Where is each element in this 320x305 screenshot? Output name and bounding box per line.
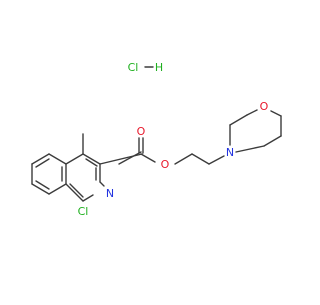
ester-oxygen-label: O — [161, 158, 170, 171]
bond-double — [35, 158, 50, 168]
morpholine-oxygen-label: O — [260, 100, 269, 113]
bond-double — [35, 180, 50, 190]
bond — [48, 153, 67, 165]
bond — [65, 153, 84, 165]
bond — [82, 153, 101, 165]
bond-chain — [174, 153, 193, 165]
bond — [31, 183, 50, 195]
bond — [48, 183, 67, 195]
bond-chain — [191, 153, 210, 165]
bond-ring — [270, 110, 282, 117]
bond-ring — [246, 109, 258, 116]
bond-ring — [229, 114, 248, 126]
ring-chlorine-label: Cl — [78, 205, 89, 218]
bond-chain — [208, 155, 225, 165]
carbonyl-oxygen-label: O — [137, 125, 146, 138]
molecule-structure: Cl H O O N O N Cl — [31, 61, 282, 218]
bond — [99, 181, 105, 187]
bond — [118, 151, 142, 165]
bond-ester — [140, 153, 156, 163]
bond-double — [85, 158, 98, 167]
structure-canvas: Cl H O O N O N Cl — [31, 61, 282, 218]
bonds — [31, 66, 282, 202]
ring-nitrogen-label: N — [106, 187, 114, 200]
bond-ring — [235, 145, 265, 153]
bond — [65, 183, 84, 202]
bond-double — [69, 183, 84, 198]
bond-ring — [263, 135, 282, 147]
salt-hydrogen-label: H — [155, 61, 163, 74]
morpholine-nitrogen-label: N — [226, 146, 234, 159]
bond — [31, 153, 50, 165]
bond — [82, 194, 94, 202]
salt-chlorine-label: Cl — [128, 61, 139, 74]
